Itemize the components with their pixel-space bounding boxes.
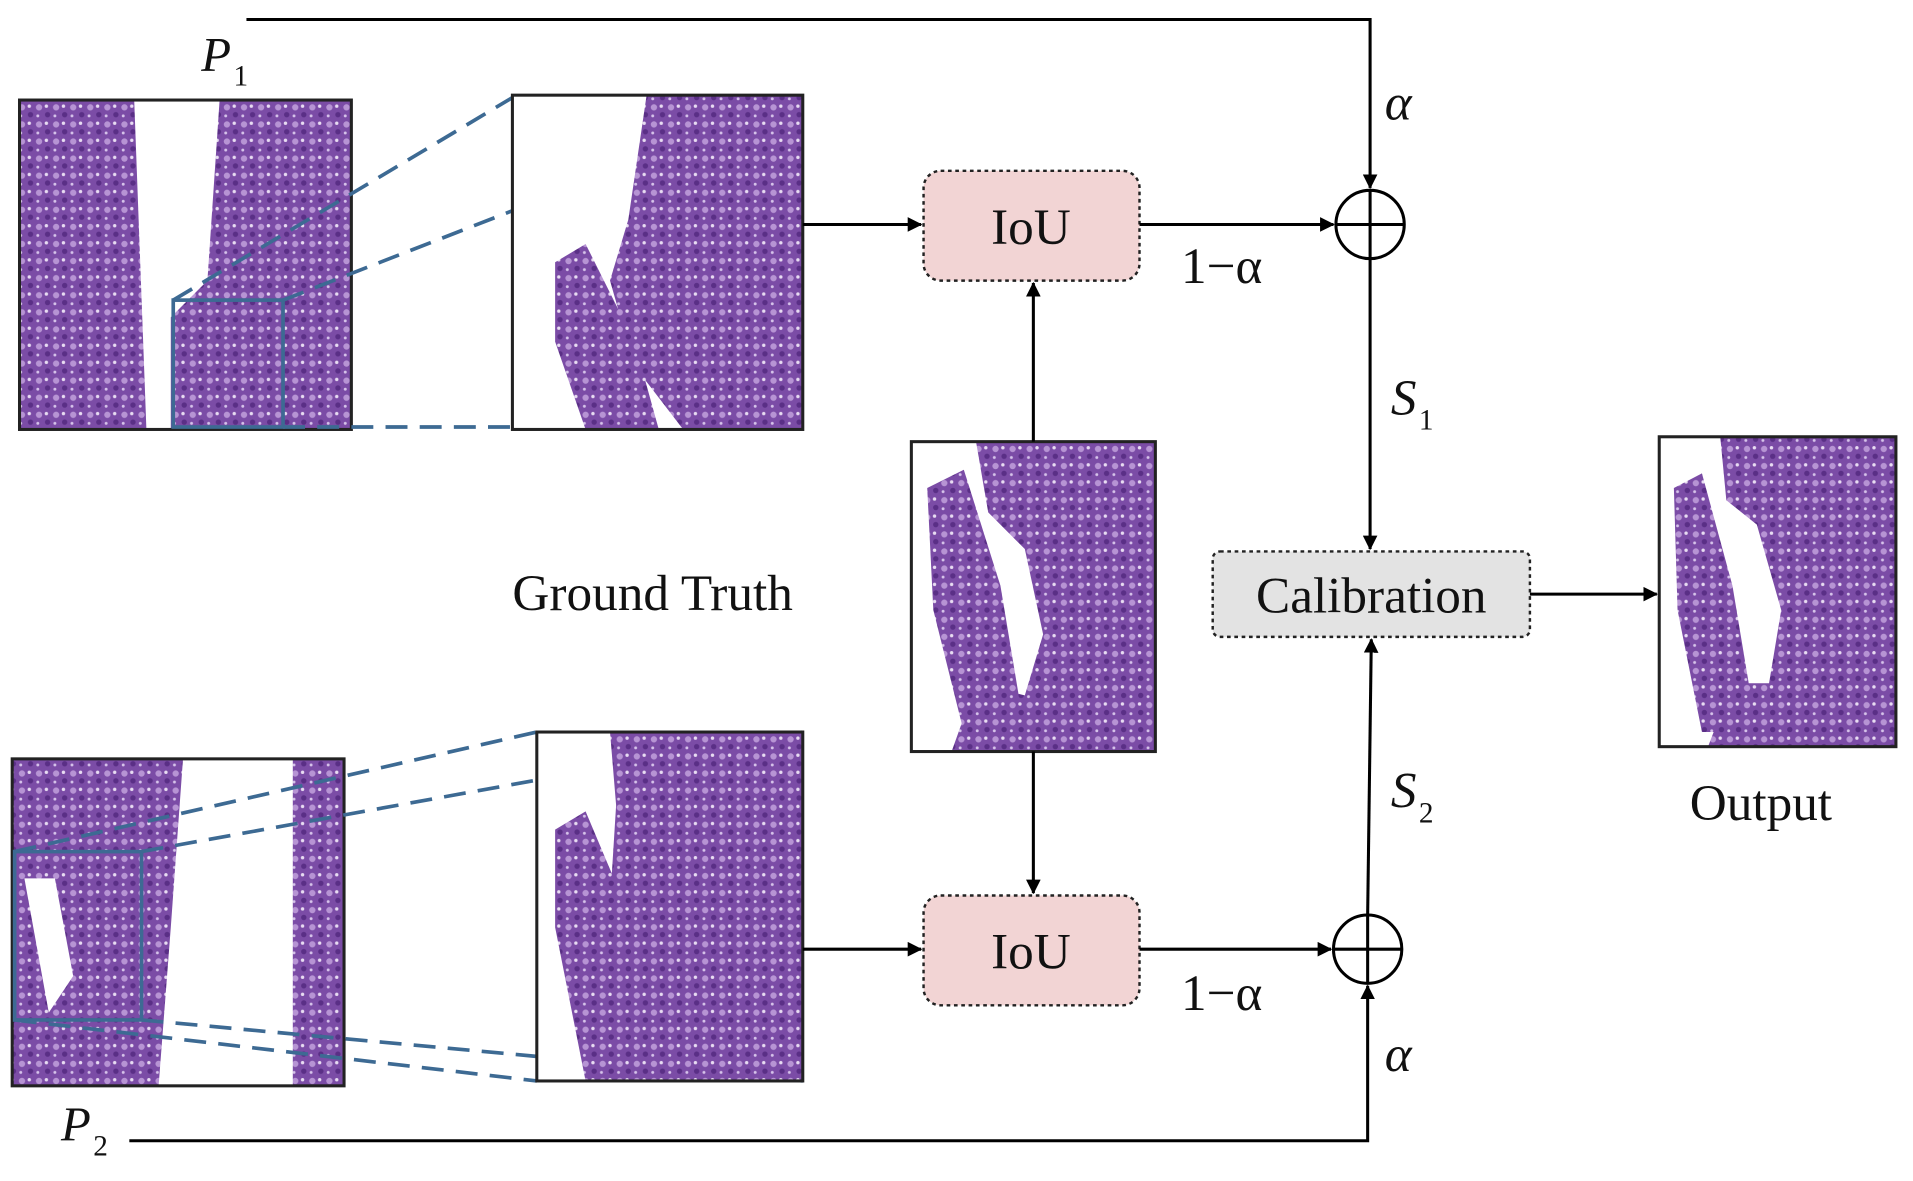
iou-box-bottom: IoU [922, 894, 1141, 1007]
zoom-region-box [12, 849, 144, 1022]
prediction-2-image [10, 757, 346, 1088]
svg-text:Calibration: Calibration [1256, 567, 1487, 624]
connectors [129, 17, 1659, 1143]
output-label: Output [1690, 775, 1832, 832]
svg-text:IoU: IoU [991, 924, 1071, 981]
alpha-bottom-label: α [1385, 1026, 1413, 1083]
iou-box-top: IoU [922, 169, 1141, 282]
alpha-top-label: α [1385, 75, 1413, 132]
svg-text:IoU: IoU [991, 199, 1071, 256]
prediction-1-zoomed-image [510, 93, 805, 431]
prediction-2-zoomed-image [535, 730, 805, 1083]
one-minus-alpha-bottom-label: 1−α [1181, 965, 1262, 1022]
one-minus-alpha-top-label: 1−α [1181, 238, 1262, 295]
sum-node-top [1334, 188, 1406, 261]
zoom-region-box [171, 298, 285, 429]
sum-node-bottom [1331, 913, 1404, 985]
prediction-1-image [17, 98, 353, 431]
ground-truth-image [909, 440, 1157, 754]
output-image [1657, 435, 1898, 749]
ground-truth-label: Ground Truth [512, 565, 792, 622]
calibration-box: Calibration [1211, 550, 1532, 639]
